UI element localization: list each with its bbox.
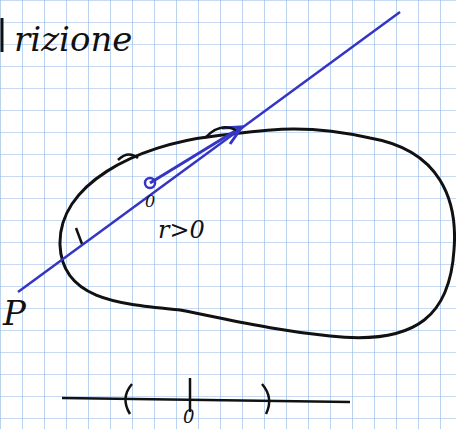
tick <box>189 378 192 412</box>
origin-number: 0 <box>183 408 194 426</box>
set-outline <box>60 129 455 338</box>
close-bracket <box>262 384 269 414</box>
number-line <box>62 398 350 402</box>
boundary-mark <box>118 154 138 160</box>
point-label: P <box>3 296 26 330</box>
open-bracket <box>125 384 132 414</box>
boundary-mark <box>205 127 236 138</box>
point <box>145 178 155 188</box>
heading-text: rizione <box>14 22 132 56</box>
direction-vector <box>150 128 240 183</box>
point-subscript: 0 <box>145 194 155 210</box>
partial-letter <box>1 18 4 52</box>
radius-note: r>0 <box>158 218 205 242</box>
boundary-mark <box>76 228 82 244</box>
